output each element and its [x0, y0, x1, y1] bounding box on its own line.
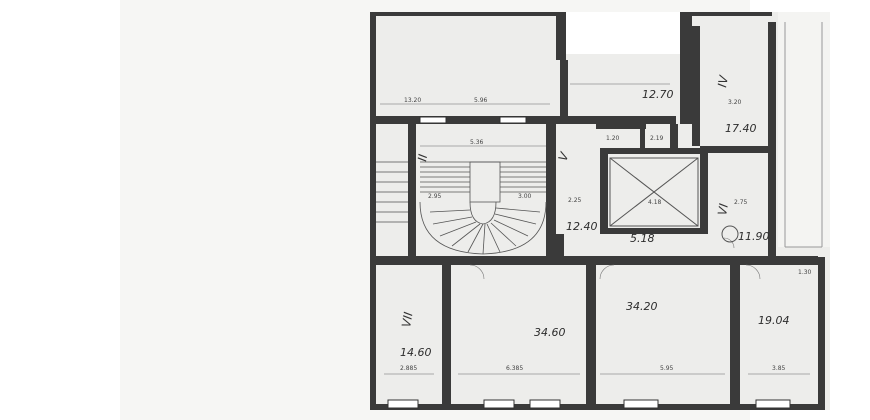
dimension-label: 2.885: [400, 365, 417, 372]
dimension-label: 1.20: [606, 135, 620, 142]
inner-walls: [370, 12, 818, 404]
dimension-label: 5.96: [474, 97, 488, 104]
outer-walls: [370, 12, 825, 410]
area-label-bottom-2: 34.60: [534, 326, 566, 339]
light-well-cross: [609, 157, 699, 227]
area-label-center: 5.18: [630, 232, 655, 245]
area-label-bottom-4: 19.04: [758, 314, 790, 327]
fixture-circle: [721, 225, 739, 243]
dimension-label: 2.95: [428, 193, 442, 200]
dimension-label: 13.20: [404, 97, 421, 104]
dimension-label: 2.75: [734, 199, 748, 206]
courtyard-opening: [566, 12, 682, 54]
area-label-center-right: 11.90: [738, 230, 770, 243]
door-swings: [469, 237, 761, 280]
dimension-label: 3.85: [772, 365, 786, 372]
area-label-top-right: 17.40: [725, 122, 757, 135]
floor-plan: 12.70 17.40 12.40 5.18 11.90 14.60 34.60…: [370, 12, 830, 410]
plan-margin: [778, 12, 830, 247]
room-mark: VII: [399, 311, 416, 329]
room-mark: IV: [715, 74, 731, 89]
windows: [387, 116, 791, 409]
area-label-bottom-3: 34.20: [626, 300, 658, 313]
dimension-label: 6.385: [506, 365, 523, 372]
dimension-label: 2.25: [568, 197, 582, 204]
dimension-label: 5.36: [470, 139, 484, 146]
dimension-label: 4.18: [648, 199, 662, 206]
area-label-bottom-1: 14.60: [400, 346, 432, 359]
dimension-lines: [380, 83, 810, 375]
room-mark: VI: [715, 202, 731, 216]
wall-hatching: [376, 161, 408, 223]
dimension-label: 1.30: [798, 269, 812, 276]
dimension-label: 3.00: [518, 193, 532, 200]
floor-plan-drawing: 12.70 17.40 12.40 5.18 11.90 14.60 34.60…: [370, 12, 830, 410]
dimension-label: 3.20: [728, 99, 742, 106]
dimension-label: 2.19: [650, 135, 664, 142]
area-label-top-center: 12.70: [642, 88, 674, 101]
scanned-sheet: 12.70 17.40 12.40 5.18 11.90 14.60 34.60…: [120, 0, 830, 420]
dimension-label: 5.95: [660, 365, 674, 372]
area-label-center-left: 12.40: [566, 220, 598, 233]
room-mark: II: [415, 153, 430, 163]
staircase: [419, 161, 547, 255]
